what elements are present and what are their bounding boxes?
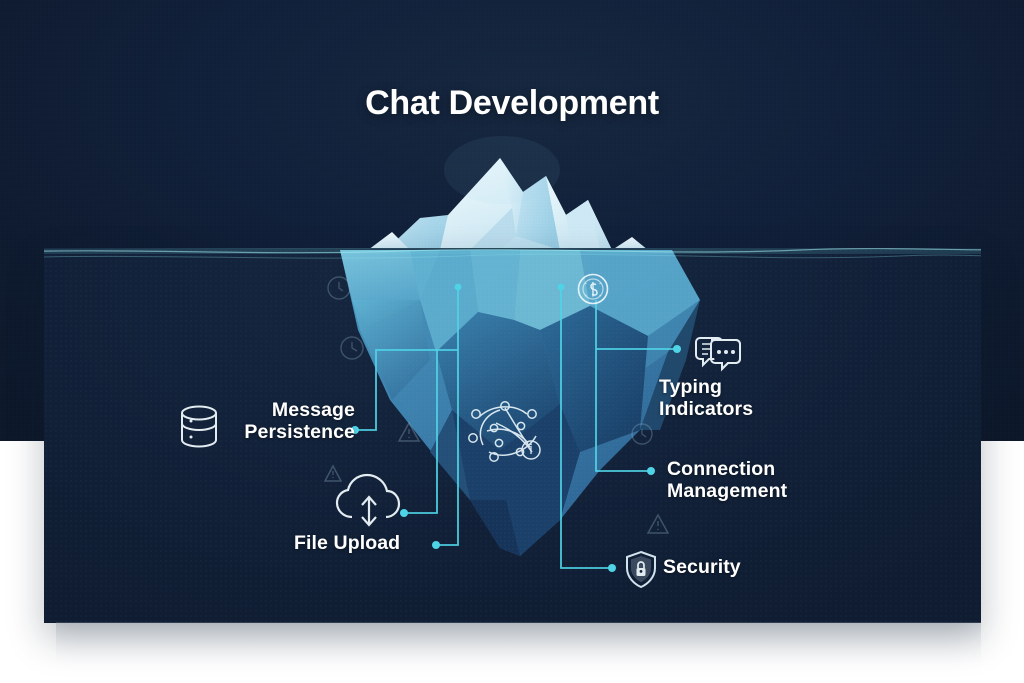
label-line-1: Connection (667, 458, 776, 480)
label-security: Security (663, 556, 793, 579)
label-message-persistence: Message Persistence (225, 399, 355, 444)
label-line-2: Persistence (244, 420, 355, 443)
label-file-upload: File Upload (294, 532, 429, 555)
connector-dot (647, 467, 655, 475)
warning-icon (397, 421, 421, 442)
warning-icon (646, 513, 670, 534)
label-typing-indicators: Typing Indicators (659, 376, 819, 421)
clock-icon (327, 276, 351, 300)
label-line-2: Indicators (659, 397, 754, 420)
label-line-2: Management (667, 479, 788, 502)
connector-dot (400, 509, 408, 517)
label-line-1: Security (663, 556, 741, 578)
database-icon (181, 405, 217, 448)
connector-lines (351, 283, 681, 572)
label-icon-layer (181, 337, 741, 589)
connector-dot (351, 426, 359, 434)
iceberg-above-water (368, 158, 648, 250)
card-drop-shadow (56, 622, 981, 670)
iceberg-below-water (44, 248, 981, 623)
chat-bubbles-icon (695, 337, 741, 372)
clock-icon (340, 336, 364, 360)
decor-icon-layer (323, 273, 670, 534)
cloud-upload-icon (335, 473, 401, 527)
page-title: Chat Development (365, 84, 659, 122)
warning-icon (323, 464, 343, 482)
connector-dot (432, 541, 440, 549)
clock-icon (631, 423, 653, 445)
label-line-1: Typing (659, 376, 723, 398)
network-nodes-icon (468, 401, 541, 462)
connector-dot (608, 564, 616, 572)
label-connection-management: Connection Management (667, 458, 842, 503)
label-line-1: File Upload (294, 532, 401, 554)
infographic-card (44, 248, 981, 623)
label-line-1: Message (271, 399, 355, 421)
dollar-coin-icon (577, 273, 609, 305)
shield-lock-icon (626, 550, 656, 589)
connector-dot (673, 345, 681, 353)
